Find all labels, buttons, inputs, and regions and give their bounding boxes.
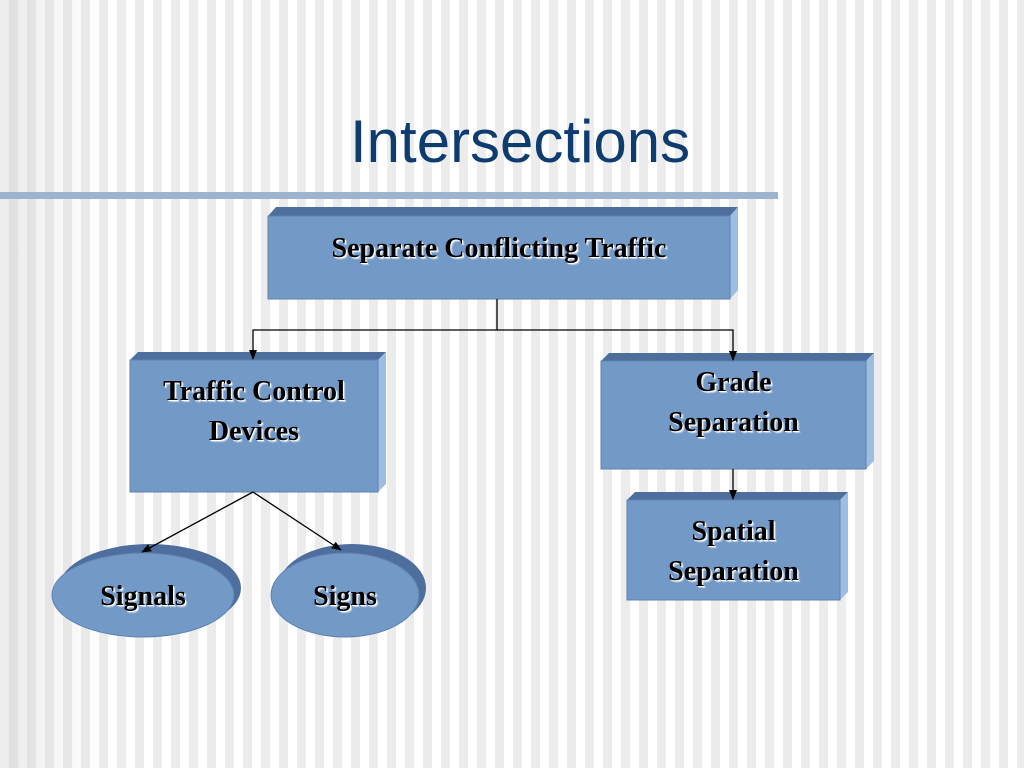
- node-separate-conflicting-traffic: [267, 207, 738, 300]
- box-top-face: [627, 492, 848, 500]
- box-side-face: [378, 352, 386, 492]
- ellipse-front-face: [51, 552, 235, 638]
- node-spatial-separation: [626, 492, 848, 601]
- box-side-face: [840, 492, 848, 600]
- node-signs: [270, 544, 426, 638]
- box-top-face: [268, 207, 738, 216]
- edge-root-to-traffic-control-devices: [249, 299, 498, 360]
- box-top-face: [130, 352, 386, 360]
- connectors: [141, 299, 737, 553]
- edge-root-to-grade-separation: [497, 329, 737, 361]
- box-top-face: [601, 353, 874, 361]
- box-front-face: [267, 215, 731, 300]
- box-front-face: [600, 360, 867, 470]
- box-side-face: [730, 207, 738, 299]
- label-spatial-separation: Spatial Separation: [668, 516, 799, 587]
- edge-traffic-control-devices-to-signals: [141, 491, 254, 553]
- label-separate-conflicting-traffic: Separate Conflicting Traffic: [331, 232, 667, 264]
- label-grade-separation: Grade Separation: [668, 367, 799, 438]
- page-title: Intersections: [350, 108, 691, 175]
- ellipse-front-face: [270, 552, 420, 638]
- node-traffic-control-devices: [129, 352, 386, 493]
- node-grade-separation: [600, 353, 874, 470]
- edge-traffic-control-devices-to-signs: [252, 491, 342, 551]
- label-signals: Signals: [100, 581, 186, 612]
- label-signs: Signs: [313, 581, 377, 612]
- box-side-face: [866, 353, 874, 469]
- label-traffic-control-devices: Traffic Control Devices: [163, 376, 345, 447]
- node-signals: [51, 544, 241, 638]
- box-front-face: [626, 499, 841, 601]
- box-front-face: [129, 359, 379, 493]
- title-underline: [0, 192, 778, 199]
